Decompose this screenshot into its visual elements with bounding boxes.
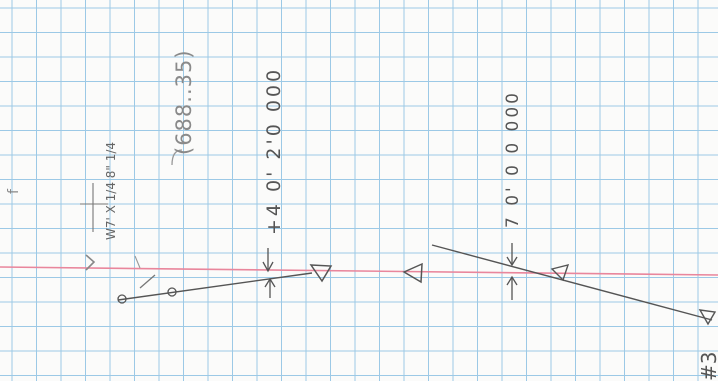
arrowhead bbox=[264, 277, 276, 288]
triangle-marker bbox=[550, 264, 570, 282]
arrowhead bbox=[262, 261, 274, 273]
triangle-marker bbox=[309, 264, 333, 283]
margin-line bbox=[0, 266, 718, 276]
pencil-tick bbox=[139, 274, 156, 289]
right-offset-note: 7 0' 0 0 000 bbox=[503, 90, 523, 228]
station-label: (688..35) bbox=[172, 49, 196, 155]
left-traverse-line bbox=[117, 272, 313, 301]
station-bracket bbox=[171, 149, 183, 166]
left-offset-note: +4 0' 2'0 000 bbox=[263, 66, 285, 235]
sketch-arrow bbox=[85, 254, 96, 271]
arrowhead bbox=[506, 275, 518, 286]
page-number: #3 bbox=[697, 351, 718, 381]
point-marker bbox=[167, 287, 177, 297]
pencil-tick bbox=[134, 255, 141, 269]
point-marker bbox=[117, 294, 127, 304]
small-annotation: W7' X 1/4 8" 1/4 bbox=[104, 141, 118, 240]
side-mark: f bbox=[6, 189, 22, 194]
triangle-marker bbox=[698, 309, 717, 326]
arrowhead bbox=[506, 256, 518, 267]
triangle-marker bbox=[402, 262, 423, 284]
right-traverse-line bbox=[431, 244, 713, 321]
